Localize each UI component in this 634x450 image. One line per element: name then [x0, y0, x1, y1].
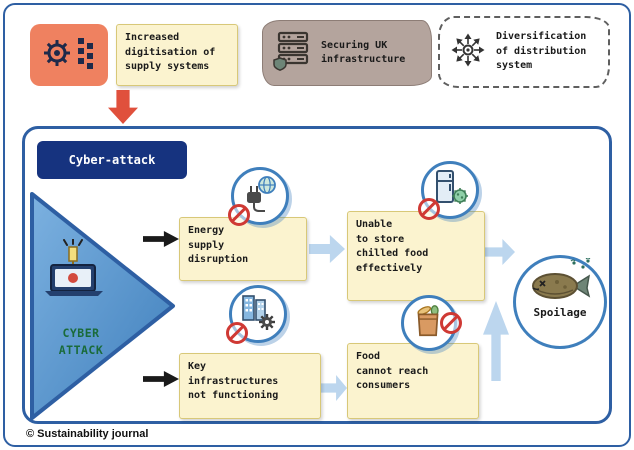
footer-credit: © Sustainability journal	[26, 428, 149, 440]
securing-uk-shape: Securing UK infrastructure	[262, 20, 432, 86]
main-panel: Cyber-attack	[22, 126, 612, 424]
food-badge	[401, 295, 462, 351]
laptop-malware-icon	[39, 238, 109, 301]
cyber-attack-label: Cyber-attack	[37, 141, 187, 179]
chilled-badge	[418, 161, 479, 220]
spoilage-circle: Spoilage	[513, 255, 607, 349]
key-infrastructure-box: Key infrastructures not functioning	[179, 353, 321, 419]
distribution-network-icon	[448, 30, 488, 74]
grocery-bag-icon	[410, 302, 448, 344]
food-consumers-box: Food cannot reach consumers	[347, 343, 479, 419]
fridge-virus-icon	[430, 168, 470, 212]
flow-arrow-down	[108, 90, 138, 124]
digitisation-box: Increased digitisation of supply systems	[116, 24, 238, 86]
prohibition-icon	[440, 312, 462, 334]
arrow-keyinfra-to-food	[321, 375, 347, 401]
keyinfra-badge	[226, 285, 287, 344]
diversification-label: Diversification of distribution system	[496, 31, 587, 72]
prohibition-icon	[418, 198, 440, 220]
cyber-attack-triangle	[27, 189, 179, 423]
plug-globe-icon	[240, 174, 280, 218]
rotten-fish-icon	[527, 257, 593, 308]
spoilage-label: Spoilage	[533, 306, 587, 319]
gear-digital-icon	[42, 31, 96, 79]
prohibition-icon	[228, 204, 250, 226]
energy-disruption-box: Energy supply disruption	[179, 217, 307, 281]
arrow-chilled-to-spoilage	[485, 239, 515, 265]
diversification-shape: Diversification of distribution system	[438, 16, 610, 88]
arrow-food-to-spoilage	[483, 301, 509, 381]
digitisation-icon-tile	[30, 24, 108, 86]
securing-uk-label: Securing UK infrastructure	[321, 39, 406, 66]
server-icon	[273, 30, 313, 76]
arrow-energy-to-chilled	[309, 235, 345, 263]
buildings-gear-icon	[238, 292, 278, 336]
energy-badge	[228, 167, 289, 226]
chilled-storage-box: Unable to store chilled food effectively	[347, 211, 485, 301]
cyber-attack-text: CYBER ATTACK	[58, 326, 104, 358]
prohibition-icon	[226, 322, 248, 344]
